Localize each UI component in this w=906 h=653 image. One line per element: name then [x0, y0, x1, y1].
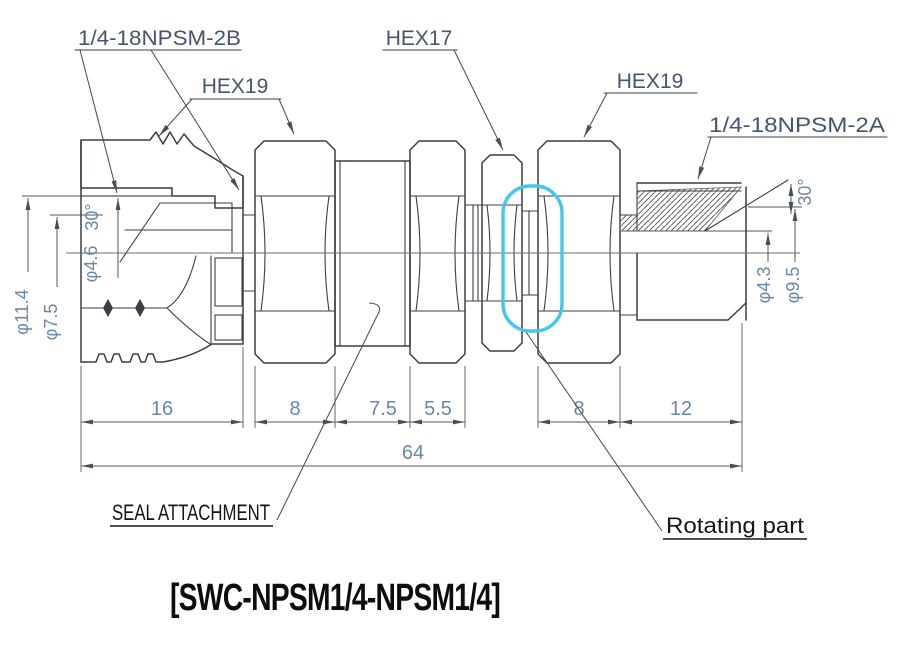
label-hex-right: HEX19 — [617, 70, 684, 93]
female-section-hatch — [80, 131, 244, 209]
dim-dia-11-4: φ11.4 — [12, 289, 32, 334]
dim-64: 64 — [402, 442, 424, 464]
body-cylinder — [334, 160, 411, 347]
dim-dia-4-6: φ4.6 — [81, 246, 101, 283]
dimension-extension-lines — [22, 195, 743, 472]
female-coupling-end — [80, 131, 256, 363]
label-hex-left: HEX19 — [202, 75, 269, 98]
part-number-title: [SWC-NPSM1/4-NPSM1/4] — [170, 577, 500, 619]
male-pilot-outline — [636, 252, 747, 321]
dim-dia-9-5: φ9.5 — [783, 267, 803, 304]
dim-12: 12 — [670, 398, 692, 420]
dim-16: 16 — [151, 398, 173, 420]
dim-5-5: 5.5 — [424, 398, 452, 420]
label-hex-small: HEX17 — [386, 27, 453, 50]
callout-hex-right: HEX19 — [583, 70, 698, 138]
center-body — [254, 140, 621, 364]
callout-thread-male: 1/4-18NPSM-2A — [697, 114, 888, 180]
thread-symbol — [103, 299, 113, 317]
callout-hex-small: HEX17 — [382, 27, 504, 151]
seal-washer — [80, 187, 173, 197]
dim-dia-4-3: φ4.3 — [754, 267, 774, 304]
rotating-part-highlight — [501, 184, 564, 333]
female-lower-profile — [80, 343, 244, 363]
dim-angle-left: 30° — [82, 203, 102, 230]
hex-nut-right — [537, 140, 621, 364]
dim-dia-7-5: φ7.5 — [41, 304, 61, 341]
label-thread-female: 1/4-18NPSM-2B — [78, 27, 241, 50]
label-seal-attachment: SEAL ATTACHMENT — [112, 500, 270, 525]
hex-nut-middle — [409, 140, 466, 364]
male-thread-hatch — [636, 186, 742, 232]
label-thread-male: 1/4-18NPSM-2A — [709, 114, 885, 137]
diameter-dimensions-left: φ11.4 φ7.5 φ4.6 30° — [12, 198, 121, 341]
thread-symbol — [135, 299, 145, 317]
annotation-seal-attachment: SEAL ATTACHMENT — [110, 302, 381, 527]
male-thread-end — [619, 179, 802, 321]
dim-angle-right: 30° — [795, 178, 815, 205]
diameter-dimensions-right: φ4.3 φ9.5 30° — [754, 178, 815, 303]
label-rotating-part: Rotating part — [666, 513, 804, 538]
internal-chamfer-line — [119, 202, 161, 263]
dim-7-5: 7.5 — [369, 398, 397, 420]
annotation-rotating-part: Rotating part — [525, 331, 807, 540]
hex-nut-left — [254, 140, 336, 364]
length-dimensions: 16 8 7.5 5.5 8 12 64 — [81, 398, 742, 469]
dim-8a: 8 — [289, 398, 300, 420]
callout-hex-left: HEX19 — [158, 75, 295, 137]
callout-thread-female: 1/4-18NPSM-2B — [74, 27, 242, 194]
